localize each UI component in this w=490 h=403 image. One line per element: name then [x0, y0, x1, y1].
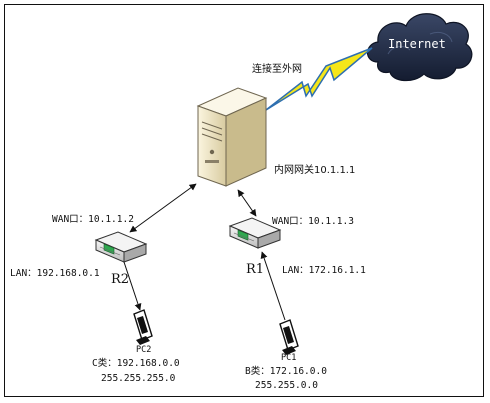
router-r2-icon	[94, 231, 148, 263]
r2-wan-label: WAN口：10.1.1.2	[52, 214, 134, 225]
pc1-icon	[279, 319, 299, 355]
pc1-subnet-label: B类：172.16.0.0	[245, 365, 327, 377]
internet-cloud-icon	[366, 13, 473, 82]
r1-wan-label: WAN口：10.1.1.3	[272, 216, 354, 227]
gateway-server-icon	[196, 87, 268, 187]
pc2-name: PC2	[136, 345, 151, 355]
diagram-border	[4, 4, 484, 397]
lightning-icon	[265, 47, 373, 111]
pc1-name: PC1	[281, 353, 296, 363]
internet-label: Internet	[388, 37, 446, 51]
pc2-mask-label: 255.255.255.0	[101, 373, 176, 384]
gateway-r2-link	[129, 183, 197, 233]
r2-pc2-link	[123, 261, 142, 311]
pc2-icon	[133, 309, 153, 345]
r2-name: R2	[111, 272, 129, 287]
r2-lan-label: LAN：192.168.0.1	[10, 268, 100, 279]
r1-name: R1	[246, 262, 264, 277]
router-r1-icon	[228, 217, 282, 249]
pc2-subnet-label: C类：192.168.0.0	[92, 357, 180, 369]
pc1-mask-label: 255.255.0.0	[255, 380, 318, 391]
pc1-r1-link	[260, 251, 286, 321]
gateway-r1-link	[237, 189, 257, 217]
r1-lan-label: LAN：172.16.1.1	[282, 265, 366, 276]
internet-link-label: 连接至外网	[252, 62, 302, 75]
gateway-label: 内网网关10.1.1.1	[274, 163, 355, 176]
